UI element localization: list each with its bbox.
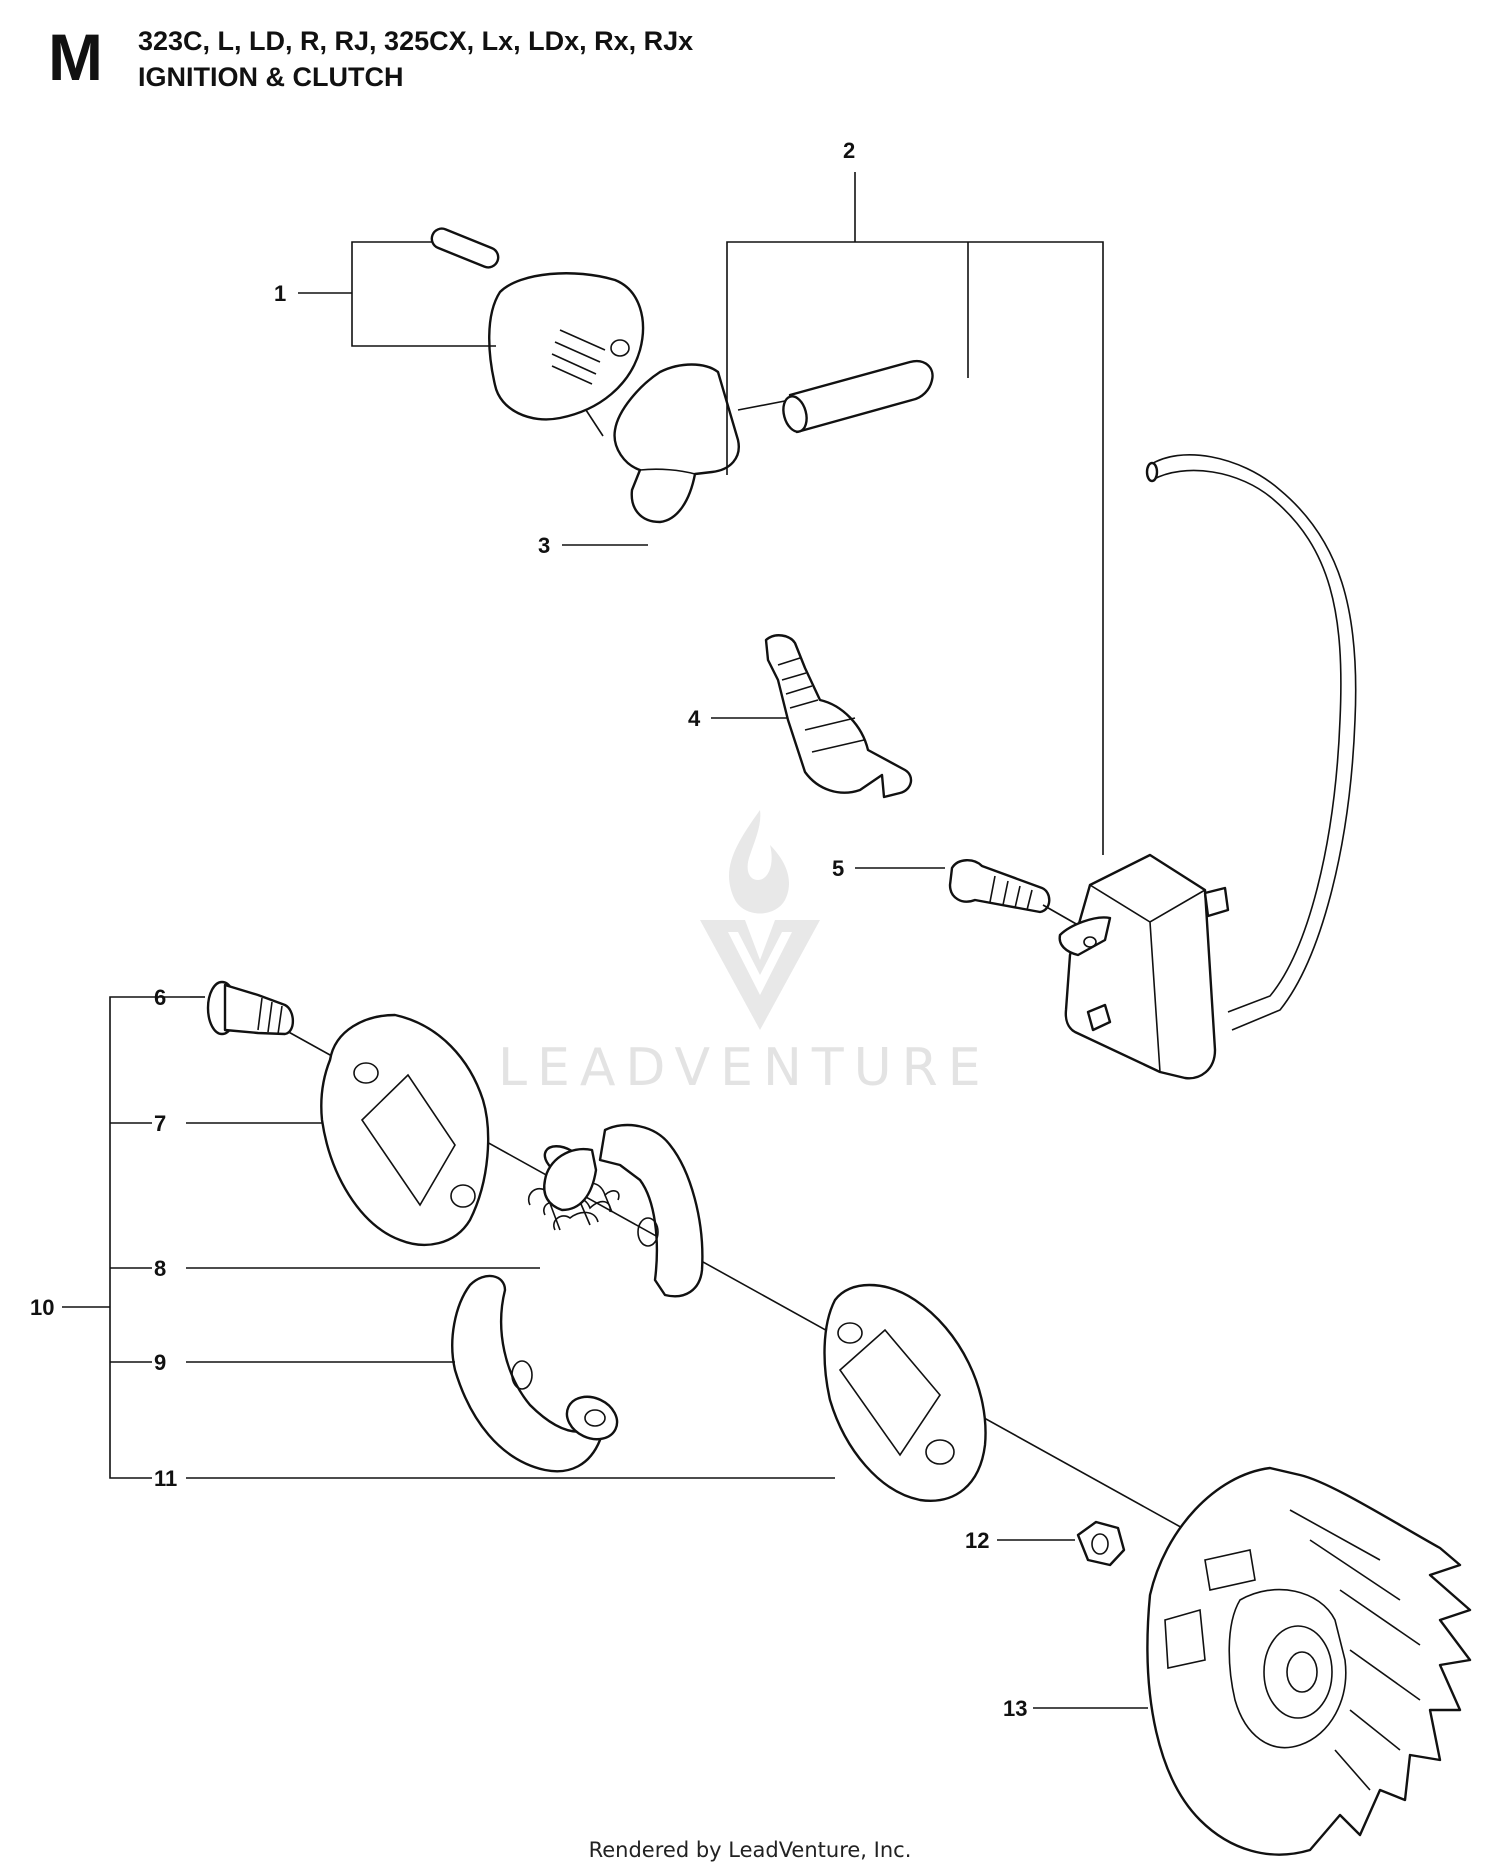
part-6-shoulder-screw	[206, 980, 295, 1036]
callout-11: 11	[154, 1466, 177, 1491]
part-1-boot-cover	[430, 227, 645, 437]
callout-12: 12	[965, 1528, 989, 1553]
callout-7: 7	[154, 1111, 166, 1136]
model-list: 323C, L, LD, R, RJ, 325CX, Lx, LDx, Rx, …	[138, 26, 694, 56]
part-3-spark-plug-cap	[613, 363, 791, 524]
section-letter: M	[48, 20, 103, 94]
callout-5: 5	[832, 856, 844, 881]
part-7-clutch-plate	[320, 1013, 490, 1247]
callout-1: 1	[274, 281, 286, 306]
leader-lines	[62, 172, 1148, 1709]
callout-9: 9	[154, 1350, 166, 1375]
part-9-clutch-shoe-lower	[451, 1274, 619, 1473]
callout-8: 8	[154, 1256, 166, 1281]
leadventure-watermark-logo: LEADVENTURE	[498, 810, 991, 1098]
page-title: IGNITION & CLUTCH	[138, 62, 404, 92]
callout-6: 6	[154, 985, 166, 1010]
callout-2: 2	[843, 138, 855, 163]
part-5-screw	[948, 859, 1079, 926]
part-clutch-shoe-upper	[543, 1123, 704, 1298]
part-4-spark-plug	[764, 634, 913, 799]
callout-13: 13	[1003, 1696, 1027, 1721]
watermark-text: LEADVENTURE	[498, 1038, 991, 1098]
part-2-ignition-module	[1058, 454, 1357, 1080]
part-13-flywheel	[1146, 1466, 1472, 1856]
part-11-clutch-plate	[823, 1283, 987, 1502]
callout-4: 4	[688, 706, 701, 731]
footer-credit: Rendered by LeadVenture, Inc.	[588, 1838, 912, 1862]
callout-10: 10	[30, 1295, 54, 1320]
part-2-ignition-lead-tube	[782, 359, 934, 434]
part-12-nut	[1076, 1520, 1126, 1567]
callout-labels: 1 2 3 4 5 6 7 8 9 10 11 12 13	[30, 138, 1027, 1721]
callout-3: 3	[538, 533, 550, 558]
